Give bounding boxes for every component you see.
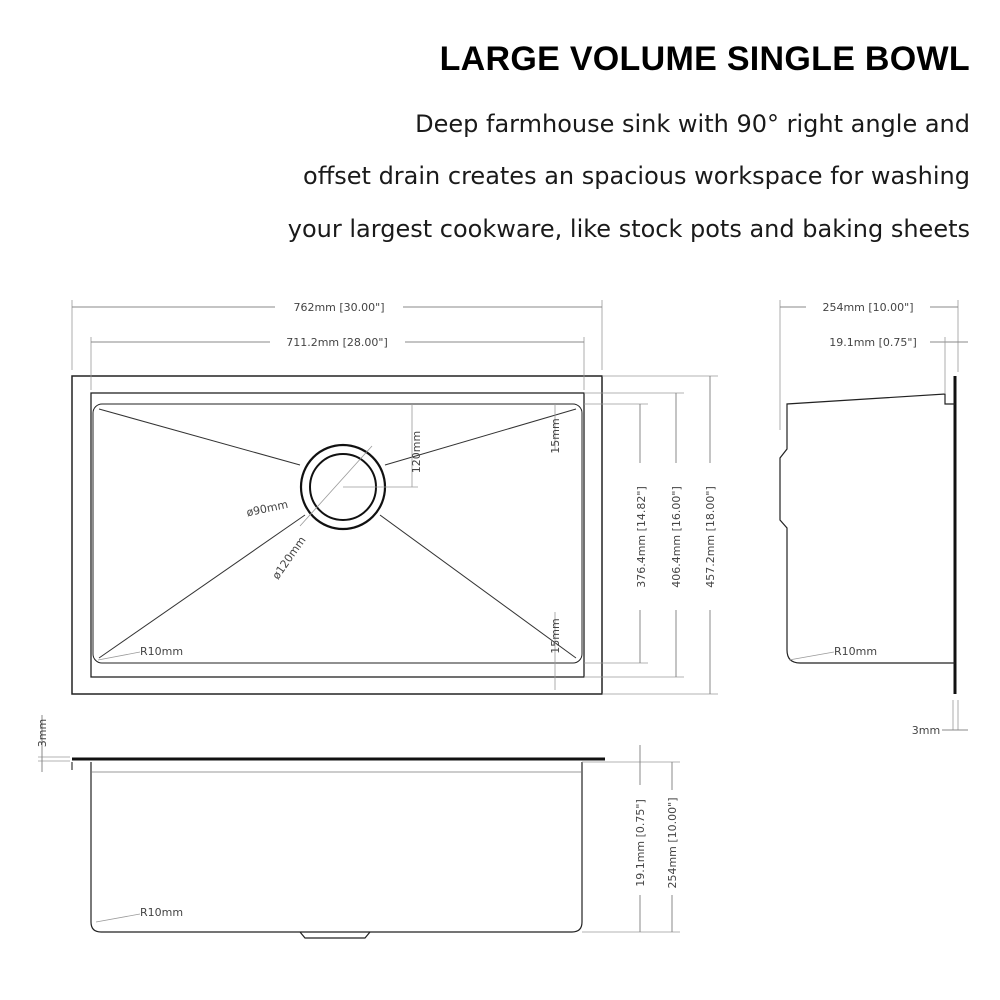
- slope-line: [98, 408, 301, 466]
- page-title: LARGE VOLUME SINGLE BOWL: [439, 40, 970, 78]
- front-bowl-profile: [90, 762, 583, 933]
- side-depth-label: 254mm [10.00"]: [822, 301, 913, 314]
- side-corner-radius-label: R10mm: [834, 645, 877, 658]
- description-line-1: Deep farmhouse sink with 90° right angle…: [415, 110, 970, 138]
- front-drain-outlet: [299, 931, 371, 939]
- side-view: [779, 300, 968, 731]
- front-flange-label: 3mm: [36, 719, 49, 747]
- slope-line: [384, 408, 577, 466]
- side-ledge-label: 19.1mm [0.75"]: [829, 336, 917, 349]
- inner-width-label: 711.2mm [28.00"]: [286, 336, 388, 349]
- top-margin-label: 15mm: [549, 418, 562, 453]
- drain-offset-label: 120mm: [410, 431, 423, 473]
- slope-line: [379, 514, 577, 659]
- description-line-2: offset drain creates an spacious workspa…: [303, 162, 970, 190]
- bottom-margin-label: 15mm: [549, 618, 562, 653]
- sink-inner-frame: [90, 392, 585, 678]
- front-depth-label: 254mm [10.00"]: [666, 797, 679, 888]
- sink-outer-rim: [71, 375, 603, 695]
- front-ledge-label: 19.1mm [0.75"]: [634, 799, 647, 887]
- bowl-depth-label: 376.4mm [14.82"]: [635, 486, 648, 588]
- overall-depth-label: 457.2mm [18.00"]: [704, 486, 717, 588]
- description-line-3: your largest cookware, like stock pots a…: [287, 215, 970, 243]
- side-flange-label: 3mm: [912, 724, 940, 737]
- front-corner-radius-label: R10mm: [140, 906, 183, 919]
- top-corner-radius-label: R10mm: [140, 645, 183, 658]
- inner-depth-label: 406.4mm [16.00"]: [670, 486, 683, 588]
- drain-dim-line: [299, 445, 373, 527]
- sink-bowl: [92, 403, 583, 664]
- drain-outer-label: ø120mm: [270, 534, 309, 582]
- drain-inner-label: ø90mm: [245, 498, 289, 519]
- slope-line: [98, 514, 306, 659]
- overall-width-label: 762mm [30.00"]: [293, 301, 384, 314]
- top-view: 762mm [30.00"] 711.2mm [28.00"]: [71, 300, 718, 695]
- side-bowl-profile: [779, 393, 955, 664]
- front-view: [38, 715, 680, 939]
